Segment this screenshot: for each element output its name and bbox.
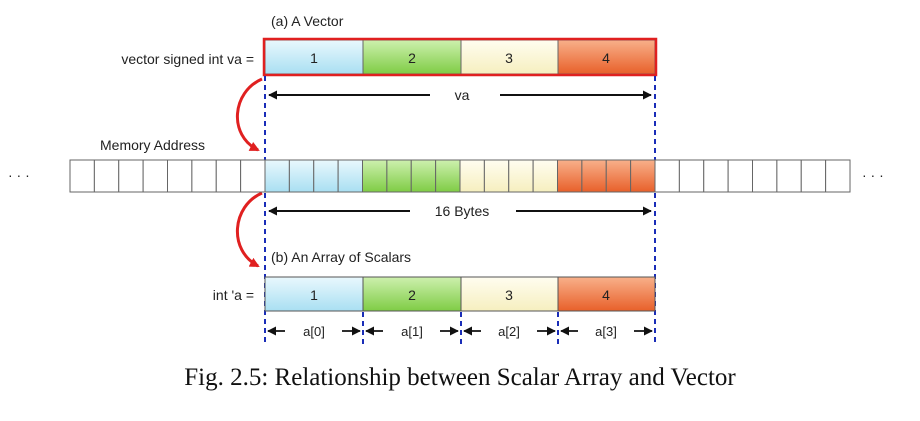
memory-byte-cell	[727, 159, 754, 193]
figure-caption: Fig. 2.5: Relationship between Scalar Ar…	[184, 364, 736, 391]
vector-title: (a) A Vector	[271, 13, 344, 29]
vector-value-2: 2	[408, 50, 416, 66]
bytes-span-arrow: 16 Bytes	[268, 203, 652, 219]
memory-byte-cell	[240, 159, 266, 193]
curve-arrow-vector-to-memory	[235, 77, 263, 152]
memory-byte-cell	[752, 159, 778, 193]
memory-byte-cell	[215, 159, 242, 193]
vector-outline	[262, 37, 658, 77]
memory-row	[69, 159, 851, 193]
array-element-3	[460, 276, 559, 312]
memory-address-label: Memory Address	[100, 137, 205, 153]
memory-byte-cell	[191, 159, 217, 193]
memory-byte-cell	[459, 159, 485, 193]
index-label-1: a[1]	[401, 324, 423, 339]
array-element-1	[264, 276, 364, 312]
vector-value-4: 4	[602, 50, 610, 66]
memory-byte-cell	[678, 159, 705, 193]
memory-byte-cell	[288, 159, 315, 193]
memory-byte-cell	[508, 159, 534, 193]
memory-byte-cell	[605, 159, 632, 193]
array-declaration: int 'a =	[213, 287, 254, 303]
memory-byte-cell	[118, 159, 144, 193]
index-label-2: a[2]	[498, 324, 520, 339]
memory-byte-cell	[435, 159, 461, 193]
memory-byte-cell	[532, 159, 559, 193]
memory-byte-cell	[167, 159, 193, 193]
vector-value-1: 1	[310, 50, 318, 66]
va-span-arrow: va	[268, 87, 652, 103]
vector-lane-2	[362, 39, 462, 75]
memory-byte-cell	[557, 159, 583, 193]
bytes-label: 16 Bytes	[435, 203, 489, 219]
va-label: va	[455, 87, 470, 103]
memory-byte-cell	[93, 159, 120, 193]
memory-byte-cell	[483, 159, 510, 193]
memory-byte-cell	[581, 159, 607, 193]
memory-byte-cell	[630, 159, 656, 193]
memory-byte-cell	[313, 159, 339, 193]
memory-byte-cell	[142, 159, 169, 193]
array-title: (b) An Array of Scalars	[271, 249, 411, 265]
memory-byte-cell	[776, 159, 802, 193]
ellipsis-right: · · ·	[862, 167, 884, 183]
array-value-4: 4	[602, 287, 610, 303]
memory-byte-cell	[69, 159, 95, 193]
memory-byte-cell	[825, 159, 851, 193]
vector-register: 1 2 3 4	[262, 37, 658, 77]
memory-byte-cell	[410, 159, 437, 193]
memory-byte-cell	[337, 159, 364, 193]
vector-value-3: 3	[505, 50, 513, 66]
vector-lane-1	[264, 39, 364, 75]
index-label-3: a[3]	[595, 324, 617, 339]
index-label-0: a[0]	[303, 324, 325, 339]
scalar-array: 1 2 3 4	[264, 276, 656, 312]
array-value-1: 1	[310, 287, 318, 303]
memory-byte-cell	[703, 159, 729, 193]
curve-arrow-memory-to-array	[235, 191, 263, 268]
array-element-4	[557, 276, 656, 312]
array-value-2: 2	[408, 287, 416, 303]
memory-byte-cell	[654, 159, 680, 193]
array-element-2	[362, 276, 462, 312]
memory-byte-cell	[264, 159, 290, 193]
memory-byte-cell	[800, 159, 827, 193]
memory-byte-cell	[362, 159, 388, 193]
memory-byte-cell	[386, 159, 412, 193]
alignment-guides	[264, 76, 656, 345]
array-value-3: 3	[505, 287, 513, 303]
ellipsis-left: · · ·	[8, 167, 30, 183]
vector-declaration: vector signed int va =	[121, 51, 254, 67]
